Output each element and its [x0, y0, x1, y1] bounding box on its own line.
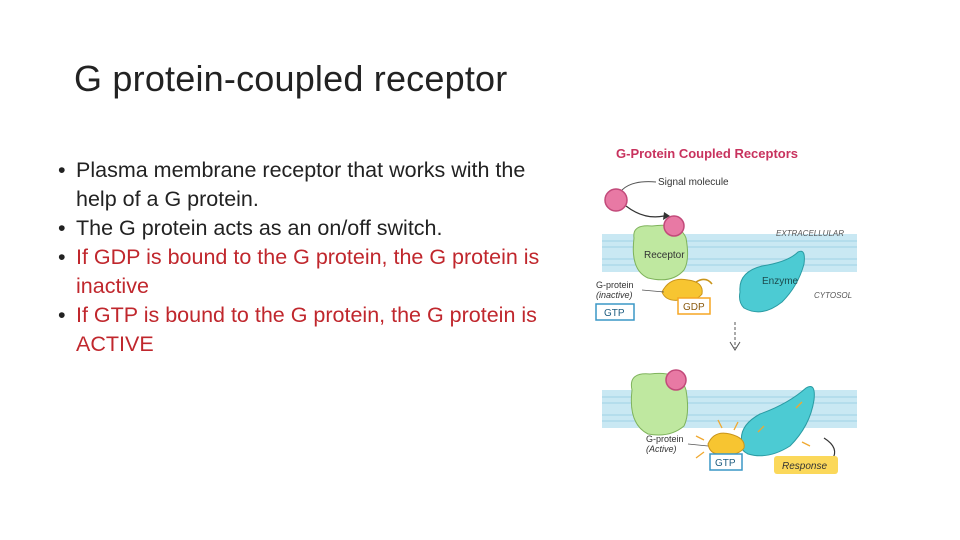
ligand-top: [663, 215, 685, 237]
signal-arrowhead: [663, 212, 670, 220]
signal-arrow: [625, 205, 665, 218]
signal-pointer-line: [621, 181, 657, 191]
bullet-dot: •: [58, 216, 66, 240]
cytosol-label: CYTOSOL: [814, 291, 852, 300]
gprotein-inactive-sublabel: (inactive): [596, 290, 633, 300]
gtp-bottom-box: [709, 453, 743, 471]
bullet-item: • If GDP is bound to the G protein, the …: [56, 243, 556, 301]
gdp-label: GDP: [683, 302, 705, 313]
extracellular-label: EXTRACELLULAR: [776, 229, 844, 238]
response-label: Response: [782, 461, 827, 472]
gprotein-active-label: G-protein: [646, 434, 684, 444]
gtp-top-box: [595, 303, 635, 321]
bullet-text: If GDP is bound to the G protein, the G …: [76, 245, 540, 298]
enzyme-label: Enzyme: [762, 276, 799, 287]
gprotein-inactive-label: G-protein: [596, 280, 634, 290]
enzyme-bottom: [740, 386, 815, 457]
gpcr-diagram: G-Protein Coupled Receptors Signal molec…: [595, 146, 857, 474]
bullet-text: If GTP is bound to the G protein, the G …: [76, 303, 537, 356]
diagram-title: G-Protein Coupled Receptors: [616, 146, 798, 161]
slide-title: G protein-coupled receptor: [74, 58, 508, 99]
enzyme-top: [739, 250, 805, 313]
bullet-dot: •: [58, 245, 66, 269]
gprotein-inactive: [661, 278, 703, 301]
gdp-box: [677, 297, 711, 315]
gprotein-active-sublabel: (Active): [646, 444, 677, 454]
bullet-dot: •: [58, 158, 66, 182]
bullet-text: Plasma membrane receptor that works with…: [76, 158, 526, 211]
receptor-top: [632, 224, 689, 281]
gtp-top-label: GTP: [604, 308, 625, 319]
gprotein-active: [707, 432, 745, 455]
ligand-bottom: [665, 369, 687, 391]
bullet-item: • Plasma membrane receptor that works wi…: [56, 156, 556, 214]
receptor-label: Receptor: [644, 250, 685, 261]
bullet-item: • The G protein acts as an on/off switch…: [56, 214, 556, 243]
signal-molecule-label: Signal molecule: [658, 177, 729, 188]
bullet-item: • If GTP is bound to the G protein, the …: [56, 301, 556, 359]
gtp-bottom-label: GTP: [715, 458, 736, 469]
bullet-text: The G protein acts as an on/off switch.: [76, 216, 443, 240]
bullet-list: • Plasma membrane receptor that works wi…: [56, 156, 556, 359]
bullet-dot: •: [58, 303, 66, 327]
response-box: [774, 456, 838, 474]
signal-molecule-icon: [604, 188, 628, 212]
